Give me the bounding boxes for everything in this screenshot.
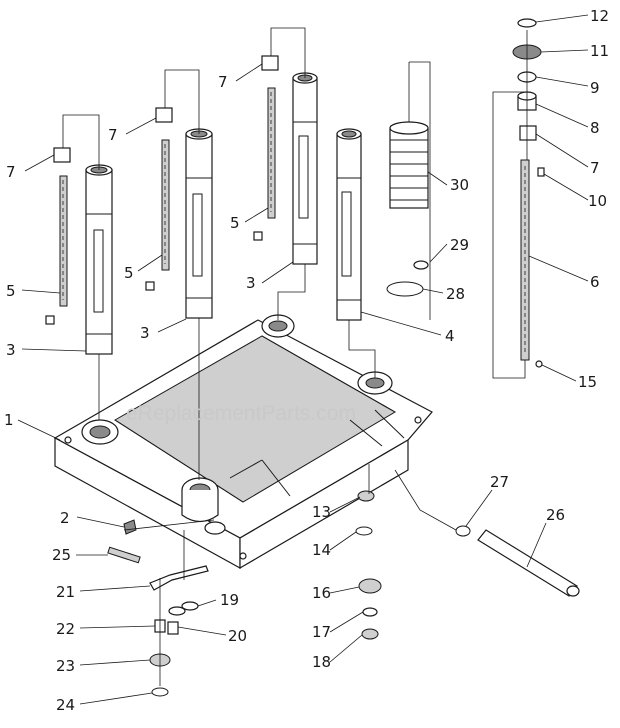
- lower-hardware: [107, 490, 382, 697]
- callout-label: 23: [56, 657, 75, 675]
- callout-label: 6: [590, 273, 600, 291]
- callout-label: 5: [124, 264, 134, 282]
- watermark-text: eReplacementParts.com: [126, 402, 356, 425]
- compression-spring: [389, 121, 429, 209]
- callout-label: 5: [6, 282, 16, 300]
- column-tube: [185, 128, 213, 319]
- callout-label: 3: [6, 341, 16, 359]
- callout-label: 20: [228, 627, 247, 645]
- callout-label: 13: [312, 503, 331, 521]
- callout-label: 22: [56, 620, 75, 638]
- callout-label: 17: [312, 623, 331, 641]
- main-lead-screw: [520, 159, 545, 368]
- column-tube: [336, 128, 362, 321]
- column-tube: [85, 164, 113, 355]
- assembly-lines: [62, 27, 528, 686]
- callout-label: 7: [108, 126, 118, 144]
- callout-labels: 7 5 3 1 7 5 3 7 5 3 4 30 29 28 12 11 9 8…: [4, 7, 609, 714]
- column-tube: [292, 72, 318, 265]
- callout-label: 7: [218, 73, 228, 91]
- threaded-screw: [145, 107, 173, 291]
- callout-label: 3: [246, 274, 256, 292]
- callout-label: 28: [446, 285, 465, 303]
- screw-and-ring: [386, 260, 429, 297]
- callout-label: 4: [445, 327, 455, 345]
- callout-label: 7: [590, 159, 600, 177]
- callout-label: 10: [588, 192, 607, 210]
- callout-label: 21: [56, 583, 75, 601]
- callout-label: 25: [52, 546, 71, 564]
- callout-label: 9: [590, 79, 600, 97]
- callout-label: 15: [578, 373, 597, 391]
- callout-label: 5: [230, 214, 240, 232]
- callout-label: 7: [6, 163, 16, 181]
- callout-label: 29: [450, 236, 469, 254]
- callout-label: 2: [60, 509, 70, 527]
- callout-label: 11: [590, 42, 609, 60]
- callout-label: 19: [220, 591, 239, 609]
- callout-label: 14: [312, 541, 331, 559]
- callout-label: 8: [590, 119, 600, 137]
- callout-label: 27: [490, 473, 509, 491]
- callout-label: 24: [56, 696, 75, 714]
- callout-label: 3: [140, 324, 150, 342]
- cross-shaft: [455, 525, 580, 597]
- callout-label: 30: [450, 176, 469, 194]
- callout-label: 1: [4, 411, 14, 429]
- callout-leaders: [17, 14, 589, 705]
- callout-label: 12: [590, 7, 609, 25]
- callout-label: 26: [546, 506, 565, 524]
- threaded-screw: [45, 147, 71, 325]
- base-plate: [53, 314, 433, 570]
- callout-label: 18: [312, 653, 331, 671]
- callout-label: 16: [312, 584, 331, 602]
- threaded-screw: [253, 55, 279, 241]
